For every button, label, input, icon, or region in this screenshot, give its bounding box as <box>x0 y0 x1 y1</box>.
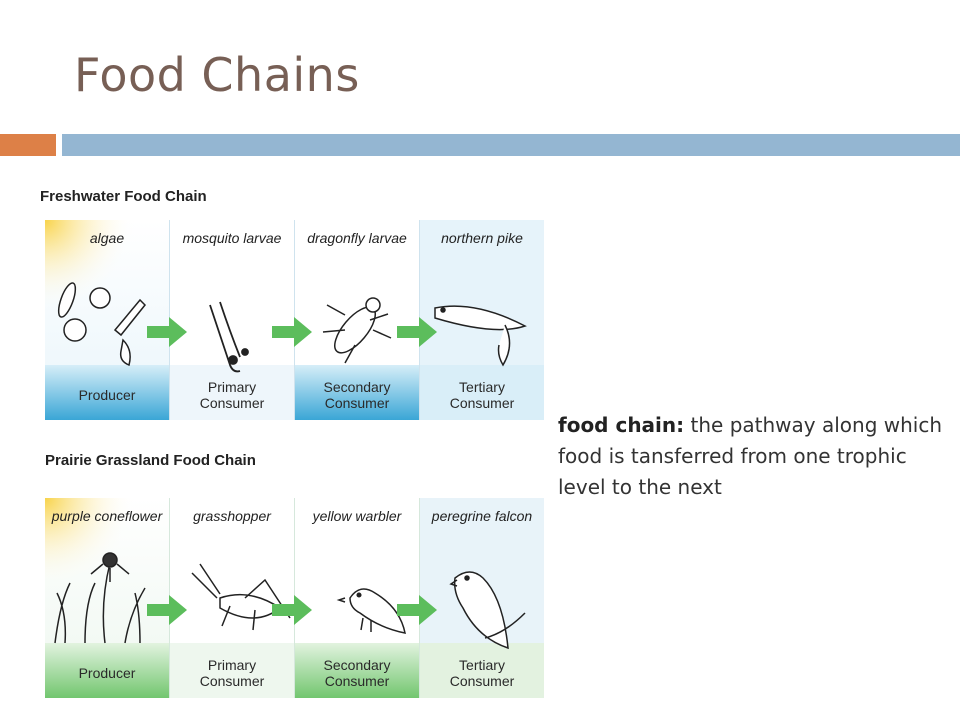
dragonfly-larvae-icon <box>322 297 392 364</box>
role-label: Producer <box>78 665 136 681</box>
mosquito-larvae-icon <box>209 301 249 373</box>
role-label-line1: Primary <box>207 379 257 395</box>
freshwater-level-secondary: dragonfly larvae Secondary Consumer <box>295 220 419 420</box>
slide-title: Food Chains <box>74 48 360 102</box>
freshwater-level-producer: algae Producer <box>45 220 169 420</box>
role-label-line2: Consumer <box>324 673 390 689</box>
organism-label: yellow warbler <box>312 508 402 524</box>
algae-icon <box>57 282 147 367</box>
yellow-warbler-icon <box>336 588 406 634</box>
role-label-line1: Secondary <box>323 657 391 673</box>
organism-label: northern pike <box>441 230 523 246</box>
role-label-line2: Consumer <box>449 673 515 689</box>
definition-text: the pathway along which food is tansferr… <box>558 413 943 499</box>
freshwater-chain-label: Freshwater Food Chain <box>40 188 207 205</box>
freshwater-diagram-graphic <box>45 220 544 420</box>
grassland-level-producer: purple coneflower Producer <box>45 498 169 698</box>
grassland-diagram-graphic <box>45 498 544 698</box>
definition-term: food chain: <box>558 413 685 437</box>
organism-label: purple coneflower <box>51 508 163 524</box>
role-label-line2: Consumer <box>324 395 390 411</box>
grassland-level-tertiary: peregrine falcon Tertiary Consumer <box>420 498 544 698</box>
accent-bar-blue <box>62 134 960 156</box>
role-label-line1: Secondary <box>323 379 391 395</box>
grassland-level-secondary: yellow warbler Secondary Consumer <box>295 498 419 698</box>
organism-label: mosquito larvae <box>182 230 282 246</box>
freshwater-food-chain-diagram: algae Producer mosquito larvae Primary C… <box>45 220 545 420</box>
organism-label: dragonfly larvae <box>307 230 407 246</box>
role-label-line2: Consumer <box>199 673 265 689</box>
organism-label: algae <box>89 230 125 246</box>
peregrine-falcon-icon <box>449 571 526 650</box>
freshwater-level-primary: mosquito larvae Primary Consumer <box>170 220 294 420</box>
freshwater-level-tertiary: northern pike Tertiary Consumer <box>420 220 544 420</box>
grassland-level-primary: grasshopper Primary Consumer <box>170 498 294 698</box>
northern-pike-icon <box>434 305 527 367</box>
role-label-line1: Tertiary <box>459 657 505 673</box>
organism-label: peregrine falcon <box>431 508 533 524</box>
grassland-food-chain-diagram: purple coneflower Producer grasshopper P… <box>45 498 545 698</box>
grassland-chain-label: Prairie Grassland Food Chain <box>45 452 256 469</box>
chain-arrows <box>147 595 437 625</box>
organism-label: grasshopper <box>193 508 271 524</box>
role-label-line1: Tertiary <box>459 379 505 395</box>
role-label-line1: Primary <box>207 657 257 673</box>
coneflower-icon <box>54 552 146 644</box>
chain-arrows <box>147 317 437 347</box>
accent-bar-orange <box>0 134 56 156</box>
role-label-line2: Consumer <box>449 395 515 411</box>
role-label: Producer <box>78 387 136 403</box>
food-chain-definition: food chain: the pathway along which food… <box>558 410 958 503</box>
role-label-line2: Consumer <box>199 395 265 411</box>
